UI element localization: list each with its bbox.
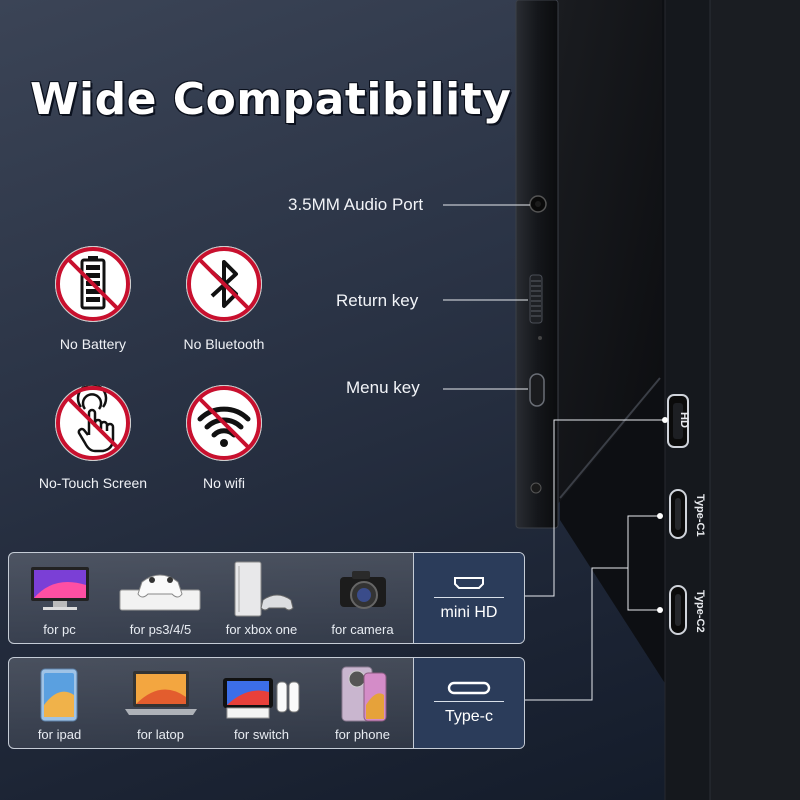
console-icon (119, 574, 200, 611)
device-label: for latop (137, 727, 184, 742)
touch-icon (56, 385, 130, 460)
bluetooth-icon (187, 247, 261, 321)
device-xbox: for xbox one (211, 553, 312, 643)
port-label-hd: HD (678, 412, 690, 428)
port-name: mini HD (440, 603, 498, 621)
device-pc: for pc (9, 553, 110, 643)
device-ps: for ps3/4/5 (110, 553, 211, 643)
device-label: for phone (335, 727, 390, 742)
divider (434, 700, 504, 702)
device-switch: for switch (211, 658, 312, 748)
feature-label: No Battery (59, 336, 127, 352)
device-label: for pc (43, 622, 76, 637)
audio-port-label: 3.5MM Audio Port (288, 195, 424, 214)
device-label: for ipad (37, 727, 82, 742)
xbox-icon (234, 561, 294, 617)
port-label-typec1: Type-C1 (694, 494, 706, 537)
hdmi-port-icon (454, 576, 484, 589)
typec-port-box: Type-c (413, 658, 524, 748)
feature-label: No Bluetooth (183, 336, 265, 352)
hd-device-panel: for pc for ps3/4/5 for xbox one (8, 552, 525, 644)
feature-no-wifi: No wifi (164, 385, 284, 491)
phone-icon (341, 666, 386, 722)
wifi-icon (187, 386, 261, 460)
pc-icon (30, 567, 89, 610)
device-label: for xbox one (225, 622, 298, 637)
device-label: for camera (331, 622, 394, 637)
feature-label: No wifi (202, 475, 245, 491)
device-laptop: for latop (110, 658, 211, 748)
camera-icon (339, 571, 386, 609)
port-name: Type-c (444, 707, 493, 725)
device-label: for switch (234, 727, 289, 742)
typec-device-panel: for ipad for latop (8, 657, 525, 749)
feature-no-bluetooth: No Bluetooth (164, 246, 284, 352)
device-ipad: for ipad (9, 658, 110, 748)
page-title: Wide Compatibility (30, 74, 512, 125)
device-label: for ps3/4/5 (129, 622, 192, 637)
feature-label: No-Touch Screen (38, 475, 148, 491)
menu-key-label: Menu key (346, 378, 420, 397)
mini-hd-port-box: mini HD (413, 553, 524, 643)
battery-icon (56, 247, 130, 321)
port-label-typec2: Type-C2 (694, 590, 706, 633)
feature-no-battery: No Battery (33, 246, 153, 352)
laptop-icon (124, 671, 197, 715)
usb-c-port-icon (447, 681, 491, 694)
device-camera: for camera (312, 553, 413, 643)
feature-no-touch: No-Touch Screen (33, 385, 153, 491)
tablet-icon (40, 668, 77, 722)
switch-icon (222, 678, 299, 719)
device-phone: for phone (312, 658, 413, 748)
return-key-label: Return key (336, 291, 419, 310)
divider (434, 596, 504, 598)
